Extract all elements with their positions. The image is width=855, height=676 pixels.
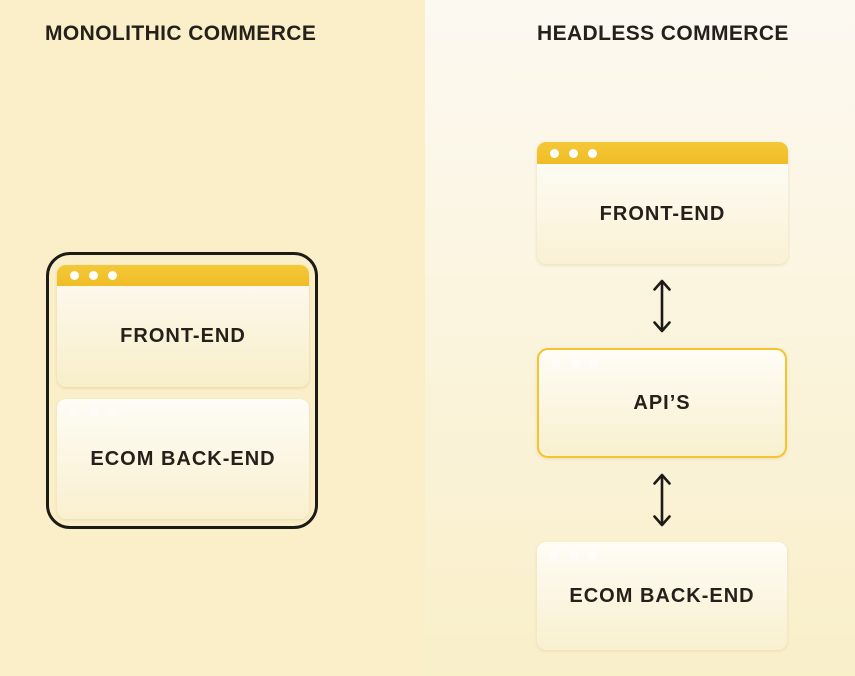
api-box: API’S xyxy=(537,348,787,458)
window-dot-icon xyxy=(108,408,117,417)
monolith-frontend-label: FRONT-END xyxy=(120,325,246,347)
headless-frontend-window: FRONT-END xyxy=(537,142,788,264)
window-dot-icon xyxy=(569,148,578,158)
monolithic-panel: MONOLITHIC COMMERCE FRONT-END ECO xyxy=(0,0,425,676)
window-dot-icon xyxy=(89,408,98,417)
monolithic-title: MONOLITHIC COMMERCE xyxy=(45,22,317,45)
headless-panel: HEADLESS COMMERCE FRONT-END xyxy=(425,0,855,676)
ghost-window-dots xyxy=(550,551,597,560)
ghost-window-dots xyxy=(552,359,599,368)
headless-backend-box: ECOM BACK-END xyxy=(537,542,787,650)
window-dot-icon xyxy=(70,271,79,280)
window-dot-icon xyxy=(550,148,559,158)
window-dot-icon xyxy=(552,359,561,368)
ghost-window-dots xyxy=(70,408,117,417)
window-dot-icon xyxy=(569,551,578,560)
api-label: API’S xyxy=(633,391,691,414)
window-titlebar xyxy=(57,265,309,286)
headless-backend-label: ECOM BACK-END xyxy=(569,584,755,607)
window-dot-icon xyxy=(70,408,79,417)
window-dot-icon xyxy=(108,271,117,280)
window-dot-icon xyxy=(550,551,559,560)
window-dot-icon xyxy=(590,359,599,368)
window-dot-icon xyxy=(588,148,597,158)
monolith-frontend-window: FRONT-END xyxy=(57,265,309,387)
window-titlebar xyxy=(537,142,788,164)
double-arrow-icon xyxy=(651,472,673,528)
window-dot-icon xyxy=(588,551,597,560)
monolith-backend-box: ECOM BACK-END xyxy=(57,399,309,519)
monolith-backend-label: ECOM BACK-END xyxy=(90,447,276,470)
headless-frontend-label: FRONT-END xyxy=(599,202,726,225)
window-dot-icon xyxy=(89,271,98,280)
double-arrow-icon xyxy=(651,278,673,334)
window-body: FRONT-END xyxy=(537,164,788,264)
headless-title: HEADLESS COMMERCE xyxy=(537,22,789,45)
window-dot-icon xyxy=(571,359,580,368)
window-body: FRONT-END xyxy=(57,286,309,387)
monolith-container: FRONT-END ECOM BACK-END xyxy=(46,252,318,529)
